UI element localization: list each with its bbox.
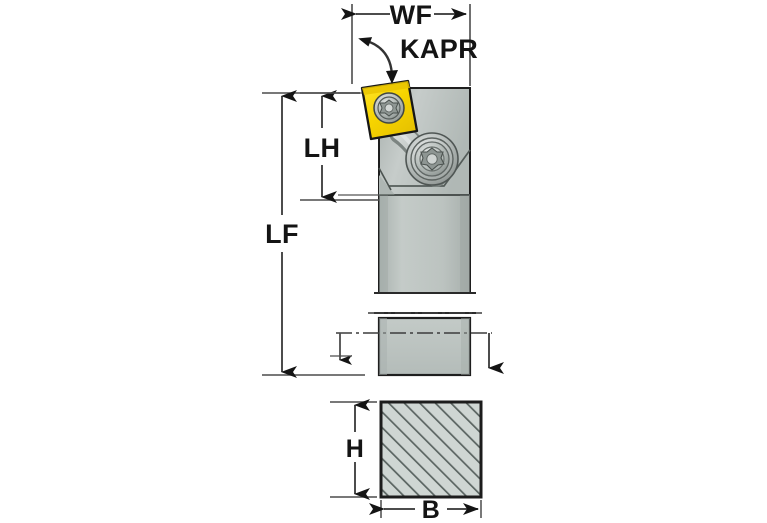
dimension-label-kapr: KAPR xyxy=(400,34,478,64)
dimension-label-lh: LH xyxy=(304,133,341,163)
dimension-label-b: B xyxy=(422,496,440,523)
head-facet-line xyxy=(389,149,471,187)
section-view-shank: H B xyxy=(330,399,483,523)
top-view-shank xyxy=(330,312,504,377)
dimension-label-lf: LF xyxy=(265,219,299,249)
insert-top-chamfer xyxy=(362,81,410,95)
holder-shank xyxy=(378,194,471,294)
insert-screw xyxy=(373,92,405,124)
section-view-body xyxy=(379,400,483,499)
shank-right-shade xyxy=(460,195,470,293)
top-view-body xyxy=(377,316,472,377)
shank-left-shade xyxy=(379,195,388,293)
top-view-right-shade xyxy=(461,318,470,375)
dimension-h: H xyxy=(330,399,377,500)
dimension-wf: WF xyxy=(341,0,471,86)
dimension-kapr: KAPR xyxy=(358,34,478,84)
cutting-insert xyxy=(360,79,419,141)
kapr-angle-arc xyxy=(358,37,398,84)
top-view-left-shade xyxy=(379,318,387,375)
dimension-lf: LF xyxy=(262,90,365,378)
dimension-label-wf: WF xyxy=(390,0,433,30)
dimension-label-h: H xyxy=(346,435,364,463)
insert-seat-line xyxy=(378,167,392,191)
side-view-tool-holder xyxy=(338,79,476,294)
dimension-b: B xyxy=(369,496,482,523)
clamp-screw xyxy=(405,132,459,186)
